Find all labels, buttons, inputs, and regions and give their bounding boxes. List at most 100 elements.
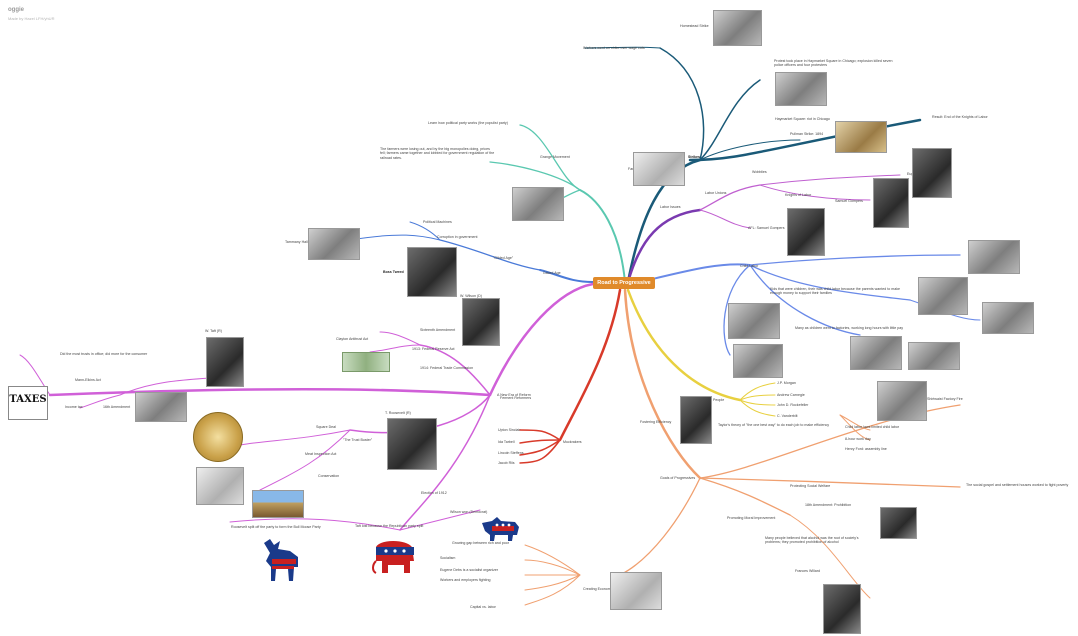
label-tammany: Tammany Hall bbox=[285, 240, 308, 244]
photo-child1 bbox=[968, 240, 1020, 274]
photo-afl bbox=[787, 208, 825, 256]
label-econ4: Workers and employers fighting bbox=[440, 578, 491, 582]
photo-dollar bbox=[342, 352, 390, 372]
label-riis: Jacob Riis bbox=[498, 461, 515, 465]
branch-child-labor[interactable]: Child Labor bbox=[740, 264, 759, 268]
label-econ5: Capital vs. labor bbox=[470, 605, 496, 609]
label-haymarket2: Haymarket Square: riot in Chicago bbox=[775, 117, 830, 121]
photo-factory bbox=[877, 381, 927, 421]
label-trust-buster: "The Trust Buster" bbox=[343, 438, 373, 442]
label-ford: Henry Ford: assembly line bbox=[845, 447, 887, 451]
photo-grange bbox=[633, 152, 685, 186]
label-meat: Meat Inspection Act bbox=[305, 452, 337, 456]
image-taxes: TAXES bbox=[8, 386, 48, 420]
label-corruption: Corruption in government bbox=[437, 235, 478, 239]
label-child-text2: Many as children went to factories, work… bbox=[795, 326, 904, 330]
photo-child6 bbox=[850, 336, 902, 370]
label-econ2: Socialism bbox=[440, 556, 456, 560]
label-conservation: Conservation bbox=[318, 474, 340, 478]
label-econ1: Growing gap between rich and poor bbox=[452, 541, 509, 545]
label-gompers: Samuel Gompers bbox=[835, 199, 863, 203]
label-boss-tweed: Boss Tweed bbox=[383, 270, 404, 274]
label-result: Result: End of the Knights of Labor bbox=[932, 115, 988, 119]
democrat-donkey-icon bbox=[482, 517, 519, 541]
label-clayton: Clayton Antitrust Act bbox=[336, 337, 369, 341]
label-moral: Promoting Moral Improvement bbox=[727, 516, 776, 520]
photo-child5 bbox=[733, 344, 783, 378]
photo-train bbox=[512, 187, 564, 221]
photo-child2 bbox=[918, 277, 968, 315]
photo-child4 bbox=[728, 303, 780, 339]
photo-landscape bbox=[252, 490, 304, 518]
label-pullman: Pullman Strike: 1894 bbox=[790, 132, 824, 136]
app-title: oggie bbox=[8, 7, 24, 13]
photo-cartoon bbox=[135, 392, 187, 422]
label-safety: Shirtwaist Factory Fire bbox=[927, 397, 963, 401]
label-tarbell: Ida Tarbell bbox=[498, 440, 515, 444]
label-child-text: Kids that were children, their was child… bbox=[770, 287, 901, 296]
photo-tammany bbox=[308, 228, 360, 260]
photo-saloon bbox=[880, 507, 917, 539]
photo-gompers bbox=[873, 178, 909, 228]
label-wilson: W. Wilson (D) bbox=[460, 294, 482, 298]
branch-strikes[interactable]: Strikes bbox=[688, 155, 700, 159]
root-topic[interactable]: Road to Progressive bbox=[593, 277, 655, 289]
branch-muckrakers[interactable]: Muckrakers bbox=[563, 440, 582, 444]
label-wctu: Frances Willard bbox=[795, 569, 820, 573]
label-gilded-name: "Gilded Age" bbox=[493, 256, 514, 260]
label-wilson-wins: Wilson won (Democrat) bbox=[450, 510, 488, 514]
photo-economic bbox=[610, 572, 662, 610]
label-wobblies: Wobblies bbox=[752, 170, 767, 174]
branch-labor-issues[interactable]: Labor Issues bbox=[660, 205, 681, 209]
label-haymarket: Protest took place in Haymarket Square i… bbox=[774, 59, 893, 68]
photo-child7 bbox=[908, 342, 960, 370]
label-new-reform: A New Era of Reform bbox=[497, 393, 531, 397]
photo-homestead bbox=[713, 10, 762, 46]
label-taft-loses: Taft lost because the Republican party s… bbox=[355, 524, 424, 528]
label-railroads: Mann-Elkins Act bbox=[75, 378, 101, 382]
label-carnegie: Andrew Carnegie bbox=[777, 393, 805, 397]
label-rockefeller: John D. Rockefeller bbox=[777, 403, 809, 407]
label-farmers-text: The farmers were losing out, and by the … bbox=[380, 147, 495, 160]
label-troosevelt: T. Roosevelt (R) bbox=[385, 411, 411, 415]
label-econ3: Eugene Debs is a socialist organizer bbox=[440, 568, 499, 572]
label-income-tax: Income tax bbox=[65, 405, 83, 409]
label-prohibition: 18th Amendment: Prohibition bbox=[805, 503, 852, 507]
branch-goals[interactable]: Goals of Progressives bbox=[660, 476, 696, 480]
label-sinclair: Upton Sinclair bbox=[498, 428, 521, 432]
branch-unions[interactable]: Labor Unions bbox=[705, 191, 727, 195]
photo-child3 bbox=[982, 302, 1034, 334]
photo-cartoon2 bbox=[196, 467, 244, 505]
label-taylor-text: Taylor's theory of "the one best way" to… bbox=[718, 423, 830, 427]
label-granger: Grange Movement bbox=[540, 155, 570, 159]
label-social-welfare: Protecting Social Welfare bbox=[790, 484, 831, 488]
branch-gilded-age[interactable]: Gilded Age bbox=[543, 271, 561, 275]
branch-people[interactable]: People bbox=[713, 398, 725, 402]
app-subtitle: Made by Hazel LFH/yhUR bbox=[8, 16, 55, 21]
photo-haymarket bbox=[775, 72, 827, 106]
label-16th: 16th Amendment bbox=[103, 405, 131, 409]
label-pullman-causes: Workers went on strike over wage cuts bbox=[583, 46, 645, 50]
label-afl: AFL: Samuel Gompers bbox=[748, 226, 785, 230]
photo-taylor bbox=[680, 396, 712, 444]
label-economic: Creating Economic Reform bbox=[583, 587, 627, 591]
photo-tweed bbox=[407, 247, 457, 297]
label-social-text: The social gospel and settlement houses … bbox=[966, 483, 1069, 487]
label-fed-reserve: 1913: Federal Reserve Act bbox=[412, 347, 455, 351]
label-election: Election of 1912 bbox=[421, 491, 447, 495]
photo-debs bbox=[912, 148, 952, 198]
photo-willard bbox=[823, 584, 861, 634]
label-sq-deal: Square Deal bbox=[316, 425, 336, 429]
republican-elephant-icon bbox=[372, 541, 414, 574]
label-ftc: 1914: Federal Trade Commission bbox=[420, 366, 474, 370]
photo-riot bbox=[835, 121, 887, 153]
label-political-machines: Political Machines bbox=[423, 220, 452, 224]
label-homestead: Homestead Strike bbox=[680, 24, 709, 28]
label-farmers-lose: Learn how political party works (the pop… bbox=[428, 121, 508, 125]
branch-ferment[interactable]: Ferment Reformers bbox=[500, 396, 532, 400]
label-safety3: 8-hour work day bbox=[845, 437, 871, 441]
label-sixteenth: Sixteenth Amendment bbox=[420, 328, 456, 332]
image-coin bbox=[193, 412, 243, 462]
branch-efficiency[interactable]: Fostering Efficiency bbox=[640, 420, 672, 424]
